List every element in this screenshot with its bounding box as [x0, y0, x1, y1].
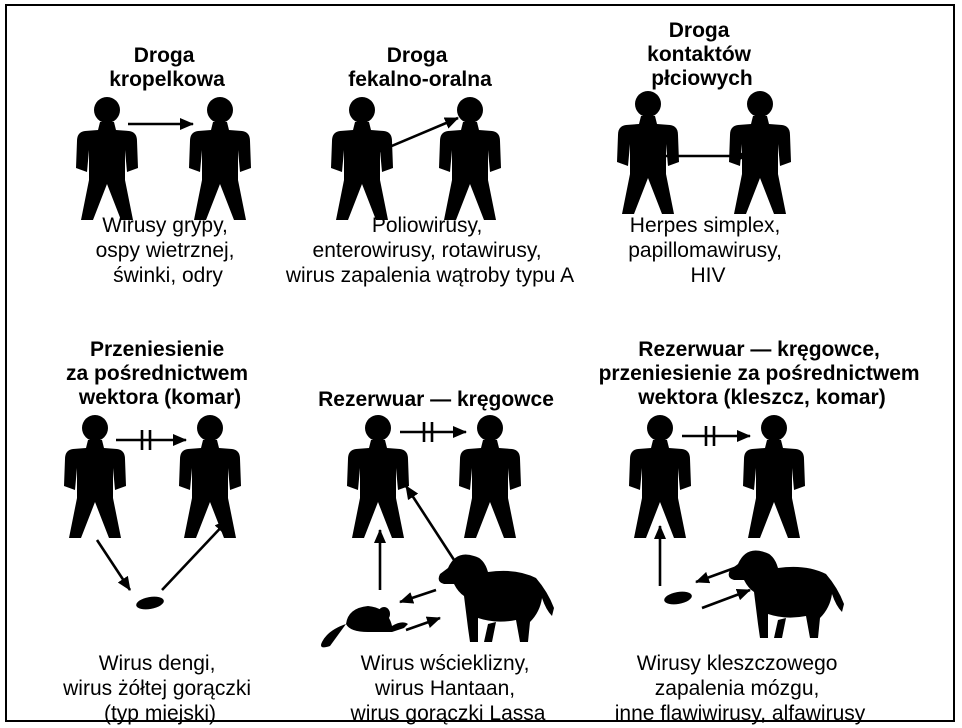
person-icon	[76, 97, 138, 220]
person-icon	[347, 415, 409, 538]
person-icon	[189, 97, 251, 220]
panel-title-reservoir-vector: Rezerwuar — kręgowce, przeniesienie za p…	[599, 338, 926, 409]
mosquito-icon	[116, 583, 178, 629]
person-icon	[439, 97, 501, 220]
transmission-arrow	[400, 590, 436, 602]
person-icon	[629, 415, 691, 538]
panel-caption-vector-mosquito: Wirus dengi, wirus żółtej gorączki (typ …	[62, 652, 257, 725]
person-icon	[617, 91, 679, 214]
transmission-arrow	[702, 590, 750, 608]
panel-title-droplet: Droga kropelkowa	[109, 44, 225, 91]
transmission-arrow	[97, 540, 130, 590]
panel-title-fecal-oral: Droga fekalno-oralna	[348, 44, 492, 91]
transmission-arrow	[406, 486, 458, 566]
person-icon	[331, 97, 393, 220]
panel-vector-mosquito: Przeniesienie za pośrednictwem wektora (…	[62, 338, 257, 725]
person-icon	[179, 415, 241, 538]
panel-caption-fecal-oral: Poliowirusy, enterowirusy, rotawirusy, w…	[285, 214, 574, 287]
panel-title-vector-mosquito: Przeniesienie za pośrednictwem wektora (…	[66, 338, 254, 409]
panel-title-sexual: Droga kontaktów płciowych	[647, 19, 757, 90]
panel-caption-droplet: Wirusy grypy, ospy wietrznej, świnki, od…	[96, 214, 241, 287]
dog-icon	[439, 555, 554, 643]
mosquito-icon	[644, 578, 706, 624]
person-icon	[64, 415, 126, 538]
person-icon	[743, 415, 805, 538]
panel-droplet: Droga kropelkowa Wirusy grypy, ospy wiet…	[76, 44, 251, 287]
panel-title-vertebrate-reservoir: Rezerwuar — kręgowce	[318, 388, 554, 411]
blocked-transmission-arrow	[116, 430, 186, 450]
panel-vertebrate-reservoir: Rezerwuar — kręgowce Wirus wścieklizny, …	[318, 388, 554, 725]
transmission-arrow	[406, 618, 440, 630]
panel-sexual: Droga kontaktów płciowych Herpes simplex…	[617, 19, 791, 287]
blocked-transmission-arrow	[682, 426, 750, 446]
mouse-icon	[321, 606, 418, 647]
person-icon	[729, 91, 791, 214]
blocked-transmission-arrow	[400, 422, 466, 442]
panel-caption-reservoir-vector: Wirusy kleszczowego zapalenia mózgu, inn…	[615, 652, 866, 725]
panel-caption-vertebrate-reservoir: Wirus wścieklizny, wirus Hantaan, wirus …	[350, 652, 546, 725]
dog-icon	[729, 551, 844, 639]
person-icon	[459, 415, 521, 538]
panel-caption-sexual: Herpes simplex, papillomawirusy, HIV	[628, 214, 788, 287]
panel-reservoir-vector: Rezerwuar — kręgowce, przeniesienie za p…	[599, 338, 926, 725]
panel-fecal-oral: Droga fekalno-oralna Poliowirusy, entero…	[285, 44, 574, 287]
